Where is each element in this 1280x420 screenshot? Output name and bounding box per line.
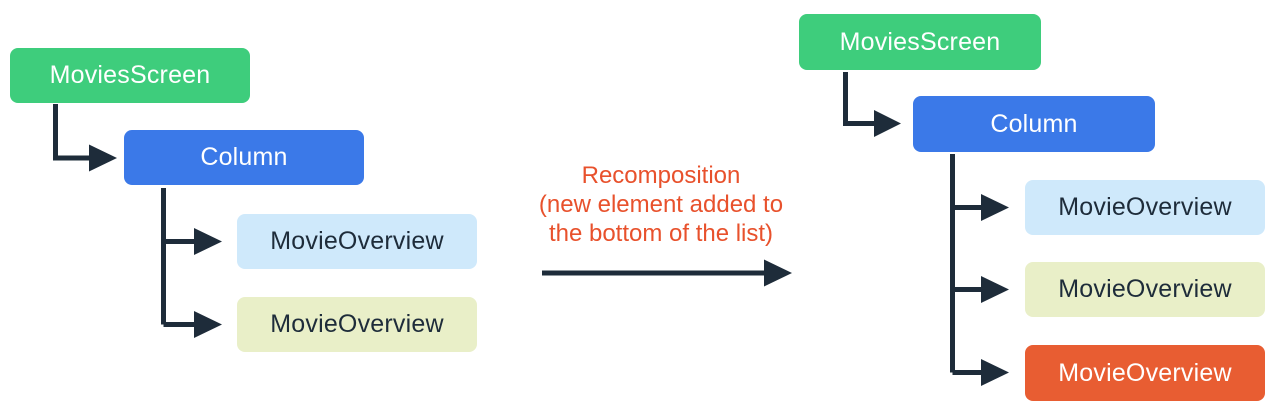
- right-node-movieoverview-2: MovieOverview: [1025, 262, 1265, 317]
- right-node-moviesscreen: MoviesScreen: [799, 14, 1041, 70]
- arrowhead-icon: [194, 311, 222, 338]
- recomposition-label-line2: (new element added to: [538, 191, 784, 218]
- arrowhead-icon: [874, 110, 901, 137]
- left-node-movieoverview-1: MovieOverview: [237, 214, 477, 269]
- left-node-moviesscreen: MoviesScreen: [10, 48, 250, 103]
- left-connector-root-to-column: [53, 104, 117, 172]
- left-node-movieoverview-2: MovieOverview: [237, 297, 477, 352]
- left-connector-column-to-children: [161, 188, 222, 338]
- left-node-column: Column: [124, 130, 364, 185]
- recomposition-label: Recomposition (new element added to the …: [505, 161, 817, 248]
- right-connector-column-to-children: [950, 154, 1009, 386]
- arrowhead-icon: [981, 194, 1009, 221]
- recomposition-label-line3: the bottom of the list): [548, 220, 774, 247]
- right-connector-root-to-column: [843, 72, 901, 137]
- arrowhead-icon: [981, 359, 1009, 386]
- recomposition-arrow: [542, 259, 792, 287]
- recomposition-label-line1: Recomposition: [581, 162, 741, 189]
- right-node-column: Column: [913, 96, 1155, 152]
- arrowhead-icon: [89, 144, 117, 172]
- arrowhead-icon: [194, 228, 222, 255]
- arrowhead-icon: [981, 276, 1009, 303]
- right-node-movieoverview-1: MovieOverview: [1025, 180, 1265, 235]
- arrowhead-icon: [764, 259, 792, 287]
- right-node-movieoverview-3-new: MovieOverview: [1025, 345, 1265, 401]
